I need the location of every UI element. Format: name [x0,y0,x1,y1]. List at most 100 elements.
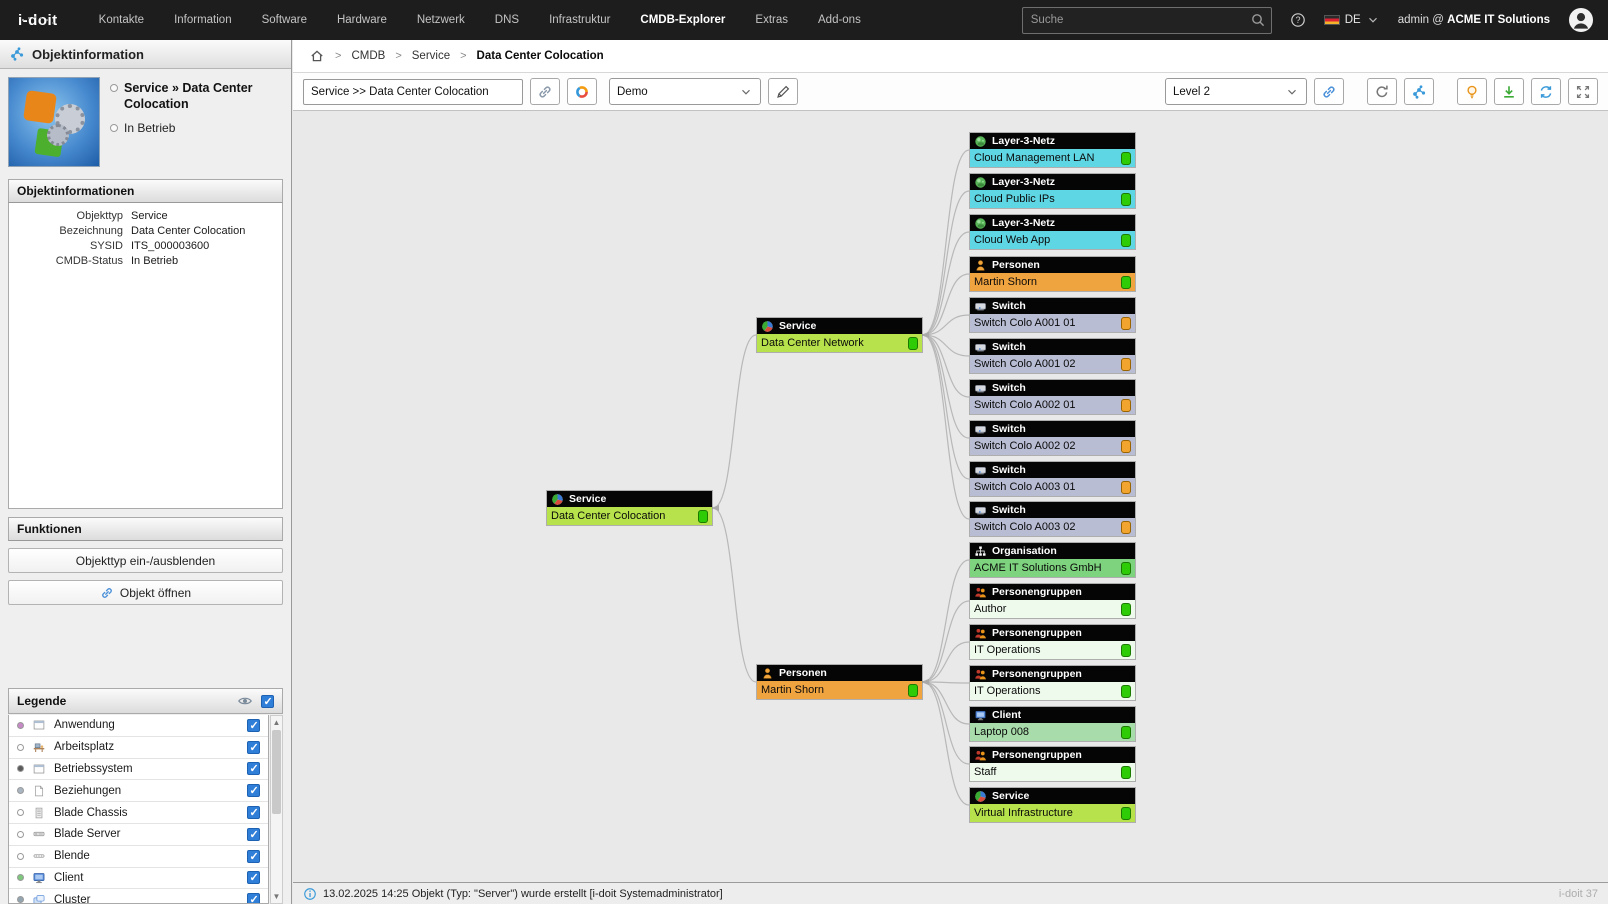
info-value: Data Center Colocation [131,225,246,237]
menu-item-add-ons[interactable]: Add-ons [818,14,861,26]
user-avatar-icon[interactable] [1568,7,1594,33]
colorwheel-button[interactable] [567,78,597,105]
highlight-button[interactable] [1457,78,1487,105]
svg-text:?: ? [1295,15,1300,25]
flatserver-icon [32,827,46,841]
status-message: 13.02.2025 14:25 Objekt (Typ: "Server") … [323,887,723,900]
node-header: Organisation [970,543,1135,559]
legend-checkbox[interactable] [247,740,260,754]
home-icon[interactable] [309,48,325,64]
link-icon [537,84,553,100]
legend-checkbox[interactable] [247,762,260,776]
profile-select[interactable]: Demo [609,78,761,105]
legend-checkbox[interactable] [247,827,260,841]
colorwheel-icon [574,84,590,100]
legend-checkbox[interactable] [247,893,260,903]
eye-icon[interactable] [237,693,253,709]
path-input[interactable] [303,78,523,105]
status-dot [1121,602,1131,616]
legend-checkbox[interactable] [247,871,260,885]
legend-label: Blade Chassis [54,806,128,819]
breadcrumb-item[interactable]: CMDB [351,50,386,62]
breadcrumb-item[interactable]: Data Center Colocation [476,50,604,62]
node-body: Staff [970,763,1135,781]
scroll-down-icon[interactable]: ▼ [272,892,281,901]
toggle-objecttype-button[interactable]: Objekttyp ein-/ausblenden [8,548,283,573]
menu-item-cmdb-explorer[interactable]: CMDB-Explorer [640,14,726,26]
search-input[interactable] [1021,6,1272,34]
reload-button[interactable] [1367,78,1397,105]
level-select[interactable]: Level 2 [1165,78,1307,105]
fullscreen-button[interactable] [1568,78,1598,105]
search-icon[interactable] [1250,12,1266,28]
open-link-button[interactable] [1314,78,1344,105]
menu-item-hardware[interactable]: Hardware [336,14,387,26]
org-icon [974,545,987,558]
legend-label: Blade Server [54,828,121,841]
refresh-button[interactable] [1531,78,1561,105]
legend-checkbox[interactable] [247,784,260,798]
menu-item-infrastruktur[interactable]: Infrastruktur [549,14,611,26]
menu-item-extras[interactable]: Extras [755,14,788,26]
menu-item-information[interactable]: Information [174,14,232,26]
menu-item-netzwerk[interactable]: Netzwerk [416,14,465,26]
legend-master-checkbox[interactable] [261,694,274,708]
blende-icon [32,849,46,863]
breadcrumb-item[interactable]: Service [411,50,451,62]
pencil-icon [775,84,791,100]
legend-item-beziehungen: Beziehungen [9,780,268,803]
app-logo[interactable]: i-doit [0,12,84,29]
scroll-up-icon[interactable]: ▲ [272,718,281,727]
legend-checkbox[interactable] [247,806,260,820]
rack-icon [32,806,46,820]
node-type: Switch [992,300,1026,312]
edit-profile-button[interactable] [768,78,798,105]
link-root-button[interactable] [530,78,560,105]
node-label: Laptop 008 [974,726,1030,738]
legend-checkbox[interactable] [247,718,260,732]
legend-checkbox[interactable] [247,849,260,863]
menu-item-software[interactable]: Software [261,14,307,26]
menu-item-kontakte[interactable]: Kontakte [98,14,145,26]
node-type: Switch [992,341,1026,353]
user-info[interactable]: admin @ ACME IT Solutions [1398,14,1550,26]
legend-scrollbar[interactable]: ▲ ▼ [270,715,283,904]
scrollbar-thumb[interactable] [272,730,281,814]
node-body: Data Center Network [757,334,922,352]
status-dot [1121,316,1131,330]
nav-right: ? DE admin @ ACME IT Solutions [1021,6,1608,34]
legend-label: Client [54,871,84,884]
menu-item-dns[interactable]: DNS [494,14,520,26]
layer3-icon [974,217,987,230]
legend-item-blende: Blende [9,846,268,868]
help-icon[interactable]: ? [1290,12,1306,28]
export-button[interactable] [1494,78,1524,105]
open-object-button[interactable]: Objekt öffnen [8,580,283,605]
language-selector[interactable]: DE [1323,13,1380,27]
status-dot [908,683,918,697]
node-body: Switch Colo A001 02 [970,355,1135,373]
logo-text: i-doit [18,11,58,29]
relayout-button[interactable] [1404,78,1434,105]
